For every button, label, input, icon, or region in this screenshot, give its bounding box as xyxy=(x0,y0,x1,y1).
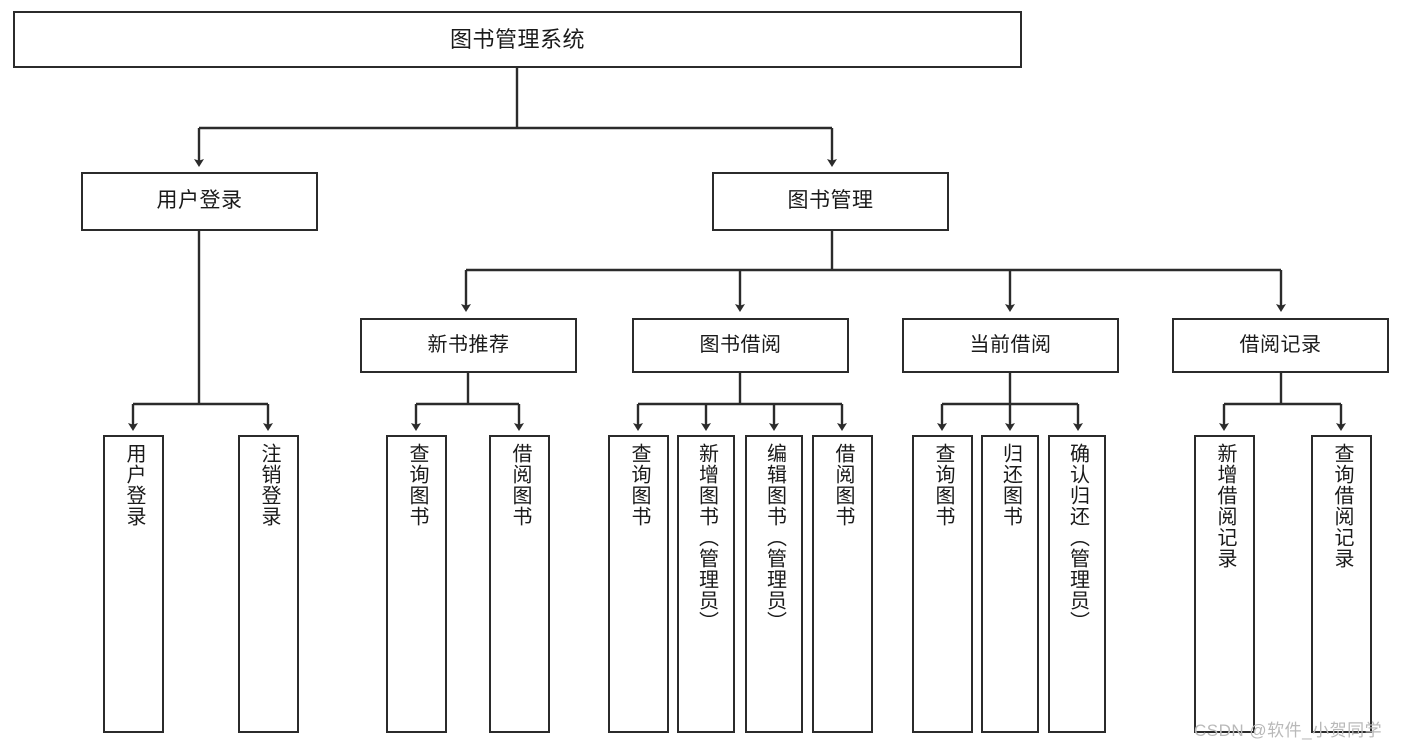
node-label: 查询图书 xyxy=(628,443,650,527)
leaf-borrow-book-newbook[interactable]: 借阅图书 xyxy=(489,435,550,733)
node-label: 查询图书 xyxy=(406,443,428,527)
node-root-system[interactable]: 图书管理系统 xyxy=(13,11,1022,68)
node-label: 查询借阅记录 xyxy=(1331,443,1353,569)
leaf-edit-book-admin[interactable]: 编辑图书（管理员） xyxy=(745,435,803,733)
node-new-book-recommend[interactable]: 新书推荐 xyxy=(360,318,577,373)
leaf-borrow-book[interactable]: 借阅图书 xyxy=(812,435,873,733)
leaf-query-book-newbook[interactable]: 查询图书 xyxy=(386,435,447,733)
watermark-text: CSDN @软件_小贺同学 xyxy=(1194,721,1383,740)
leaf-return-book[interactable]: 归还图书 xyxy=(981,435,1039,733)
leaf-query-book-current[interactable]: 查询图书 xyxy=(912,435,973,733)
node-label: 当前借阅 xyxy=(969,333,1052,356)
node-label: 用户登录 xyxy=(123,443,145,527)
node-label: 新书推荐 xyxy=(427,333,510,356)
leaf-query-book-borrow[interactable]: 查询图书 xyxy=(608,435,669,733)
node-current-borrow[interactable]: 当前借阅 xyxy=(902,318,1119,373)
node-label: 确认归还（管理员） xyxy=(1066,443,1089,632)
leaf-user-login[interactable]: 用户登录 xyxy=(103,435,164,733)
node-label: 借阅记录 xyxy=(1239,333,1322,356)
leaf-logout-login[interactable]: 注销登录 xyxy=(238,435,299,733)
node-label: 图书管理系统 xyxy=(449,26,585,52)
node-label: 编辑图书（管理员） xyxy=(763,443,786,632)
node-label: 归还图书 xyxy=(999,443,1022,527)
node-book-borrow[interactable]: 图书借阅 xyxy=(632,318,849,373)
node-label: 查询图书 xyxy=(932,443,954,527)
node-label: 图书管理 xyxy=(787,189,874,213)
node-label: 图书借阅 xyxy=(699,333,782,356)
node-label: 注销登录 xyxy=(258,443,280,527)
leaf-add-borrow-record[interactable]: 新增借阅记录 xyxy=(1194,435,1255,733)
node-book-management[interactable]: 图书管理 xyxy=(712,172,949,231)
node-label: 借阅图书 xyxy=(832,443,854,527)
leaf-add-book-admin[interactable]: 新增图书（管理员） xyxy=(677,435,735,733)
leaf-query-borrow-record[interactable]: 查询借阅记录 xyxy=(1311,435,1372,733)
node-label: 用户登录 xyxy=(156,189,243,213)
node-label: 新增图书（管理员） xyxy=(695,443,718,632)
node-borrow-record[interactable]: 借阅记录 xyxy=(1172,318,1389,373)
node-user-login[interactable]: 用户登录 xyxy=(81,172,318,231)
leaf-confirm-return-admin[interactable]: 确认归还（管理员） xyxy=(1048,435,1106,733)
node-label: 新增借阅记录 xyxy=(1214,443,1236,569)
node-label: 借阅图书 xyxy=(509,443,531,527)
